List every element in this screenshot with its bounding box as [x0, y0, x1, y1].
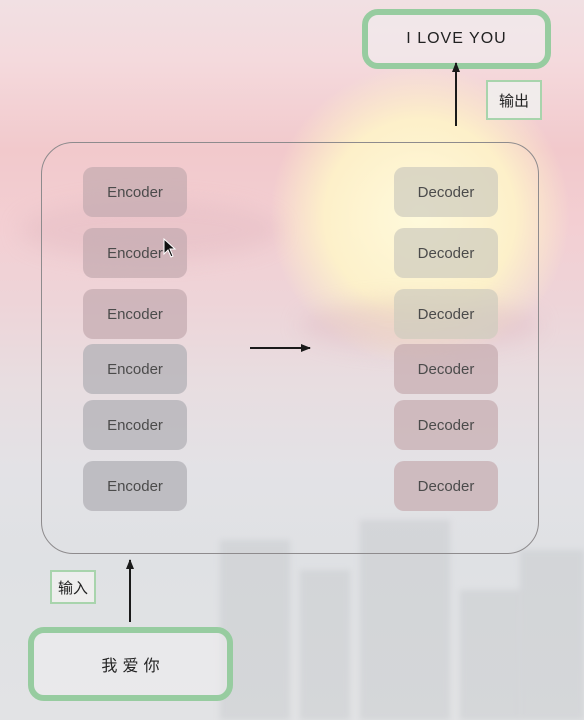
- mouse-cursor-icon: [163, 238, 177, 258]
- decoder-block[interactable]: Decoder: [394, 167, 498, 217]
- output-text: I LOVE YOU: [406, 30, 507, 47]
- output-text-box: I LOVE YOU: [362, 9, 551, 69]
- encoder-block[interactable]: Encoder: [83, 289, 187, 339]
- background-building: [300, 570, 350, 720]
- encoder-block[interactable]: Encoder: [83, 461, 187, 511]
- background-building: [460, 590, 520, 720]
- encoder-block[interactable]: Encoder: [83, 167, 187, 217]
- input-tag-label: 输入: [57, 578, 88, 597]
- input-tag: 输入: [50, 570, 96, 604]
- output-tag-label: 输出: [498, 91, 529, 110]
- decoder-block[interactable]: Decoder: [394, 400, 498, 450]
- transformer-container: [41, 142, 539, 554]
- encoder-block[interactable]: Encoder: [83, 400, 187, 450]
- decoder-block[interactable]: Decoder: [394, 344, 498, 394]
- decoder-block[interactable]: Decoder: [394, 228, 498, 278]
- output-tag: 输出: [486, 80, 542, 120]
- input-text: 我 爱 你: [101, 656, 160, 675]
- decoder-block[interactable]: Decoder: [394, 289, 498, 339]
- encoder-block[interactable]: Encoder: [83, 344, 187, 394]
- decoder-block[interactable]: Decoder: [394, 461, 498, 511]
- input-text-box: 我 爱 你: [28, 627, 233, 701]
- background-building: [520, 550, 584, 720]
